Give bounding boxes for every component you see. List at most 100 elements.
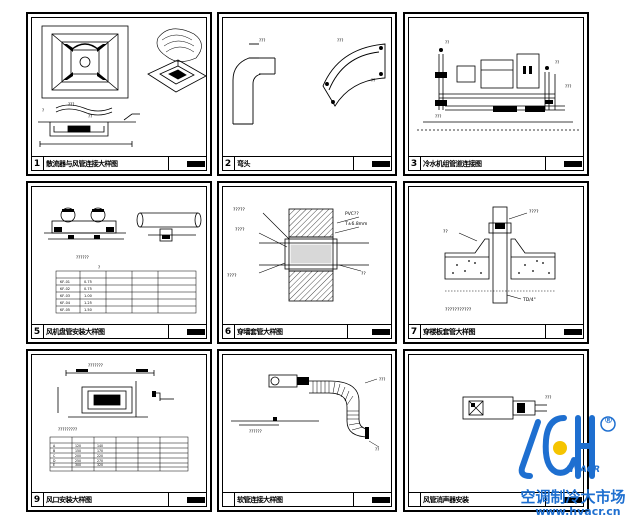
sheet-number: 2	[222, 157, 235, 171]
drawing-sheet-1[interactable]: ?????? 1 散流器与风管连接大样图	[26, 12, 212, 176]
svg-text:???: ???	[545, 395, 551, 400]
svg-text:150: 150	[75, 449, 81, 453]
svg-text:320: 320	[97, 463, 103, 467]
svg-text:???: ???	[435, 114, 441, 119]
svg-text:??: ??	[375, 447, 379, 452]
hvacr-watermark: ® HVACR 空调制冷大市场 www.hvacr.cn	[508, 410, 640, 519]
sheet-number: 9	[31, 493, 44, 507]
svg-text:???????: ???????	[88, 363, 103, 368]
svg-text:????: ????	[235, 227, 245, 233]
sheet-title: 穿楼板套管大样图	[423, 328, 476, 336]
hvacr-logo-icon	[518, 415, 616, 479]
sheet-title: 弯头	[237, 160, 251, 168]
svg-text:0.75: 0.75	[84, 287, 92, 291]
sheet-border	[222, 186, 392, 339]
sheet-border	[31, 186, 207, 339]
drawing-sheet-11[interactable]: ??? 风管消声器安装	[403, 349, 589, 512]
svg-text:300: 300	[75, 463, 81, 467]
svg-text:170: 170	[97, 449, 103, 453]
svg-text:0.75: 0.75	[84, 280, 92, 284]
svg-text:?????????: ?????????	[58, 427, 77, 432]
svg-text:???: ???	[565, 84, 571, 89]
registered-mark: ®	[604, 416, 613, 426]
svg-text:250: 250	[75, 459, 81, 463]
drawing-sheet-7[interactable]: ???? ?? TD/4" ??????????? 7 穿楼板套管大样图	[403, 181, 589, 344]
svg-text:??: ??	[445, 40, 449, 45]
svg-text:270: 270	[97, 459, 103, 463]
drawing-sheet-3[interactable]: ?????????? 3 冷水机组管道连接图	[403, 12, 589, 176]
svg-text:???????????: ???????????	[445, 307, 472, 313]
svg-text:KF-02: KF-02	[60, 287, 70, 291]
svg-text:???: ???	[337, 38, 343, 43]
svg-text:220: 220	[97, 454, 103, 458]
svg-text:KF-04: KF-04	[60, 301, 71, 305]
chiller-piping-drawing: ??????????	[417, 40, 581, 131]
svg-text:??????: ??????	[76, 255, 89, 260]
sheet-number	[408, 493, 421, 507]
sheet-border	[408, 354, 584, 507]
tolerance-label: T±6.8mm	[344, 221, 367, 227]
wall-sleeve-drawing: ????? ???? PVC?? T±6.8mm ???? ??	[227, 207, 369, 302]
sheet-border	[31, 17, 207, 171]
svg-text:?: ?	[98, 265, 100, 270]
drawing-sheet-10[interactable]: ??????????? 软管连接大样图	[217, 349, 397, 512]
svg-text:????: ????	[227, 273, 237, 279]
svg-text:D: D	[53, 459, 56, 463]
elbow-drawing: ????????	[232, 38, 386, 125]
pvc-label: PVC??	[345, 211, 359, 217]
svg-text:??: ??	[555, 60, 559, 65]
svg-text:??: ??	[443, 229, 448, 235]
svg-text:C: C	[53, 454, 56, 458]
sheet-title: 软管连接大样图	[237, 496, 283, 504]
svg-text:200: 200	[75, 454, 81, 458]
title-block: 3 冷水机组管道连接图	[408, 156, 584, 171]
watermark-chinese-name: 空调制冷大市场	[520, 488, 626, 506]
svg-text:???: ???	[68, 102, 74, 107]
sheet-border	[222, 354, 392, 507]
svg-text:B: B	[53, 449, 55, 453]
watermark-url: www.hvacr.cn	[535, 505, 621, 518]
svg-text:???: ???	[259, 38, 265, 43]
sheet-title: 风机盘管安装大样图	[46, 328, 105, 336]
sheet-title: 冷水机组管道连接图	[423, 160, 482, 168]
sheet-border	[408, 186, 584, 339]
title-block: 2 弯头	[222, 156, 392, 171]
svg-text:KF-01: KF-01	[60, 280, 70, 284]
svg-text:A: A	[53, 444, 56, 448]
svg-text:??: ??	[361, 271, 366, 277]
sheet-number: 5	[31, 325, 44, 339]
title-block: 7 穿楼板套管大样图	[408, 324, 584, 339]
hvacr-brand: HVACR	[566, 465, 601, 475]
sheet-title: 散流器与风管连接大样图	[46, 160, 118, 168]
title-block: 9 风口安装大样图	[31, 492, 207, 507]
floor-sleeve-drawing: ???? ?? TD/4" ???????????	[443, 206, 556, 313]
svg-text:140: 140	[97, 444, 103, 448]
title-block: 5 风机盘管安装大样图	[31, 324, 207, 339]
svg-text:120: 120	[75, 444, 81, 448]
sheet-title: 穿墙套管大样图	[237, 328, 283, 336]
svg-text:??????: ??????	[249, 429, 262, 434]
silencer-drawing: ???	[462, 395, 551, 420]
svg-text:??: ??	[371, 78, 375, 83]
svg-text:1.25: 1.25	[84, 301, 92, 305]
drawing-sheet-2[interactable]: ???????? 2 弯头	[217, 12, 397, 176]
drawing-sheet-6[interactable]: ????? ???? PVC?? T±6.8mm ???? ?? 6 穿墙套管大…	[217, 181, 397, 344]
sheet-border	[408, 17, 584, 171]
svg-text:KF-05: KF-05	[60, 308, 70, 312]
svg-text:KF-03: KF-03	[60, 294, 70, 298]
title-block: 6 穿墙套管大样图	[222, 324, 392, 339]
svg-text:?: ?	[42, 108, 44, 113]
title-block: 风管消声器安装	[408, 492, 584, 507]
svg-text:??: ??	[88, 114, 92, 119]
sheet-title: 风管消声器安装	[423, 496, 469, 504]
svg-text:1.00: 1.00	[84, 294, 92, 298]
svg-text:????: ????	[529, 209, 539, 215]
sheet-number: 1	[31, 157, 44, 171]
sheet-number: 6	[222, 325, 235, 339]
diffuser-drawing: ??????	[38, 25, 207, 147]
svg-text:???: ???	[379, 377, 385, 382]
